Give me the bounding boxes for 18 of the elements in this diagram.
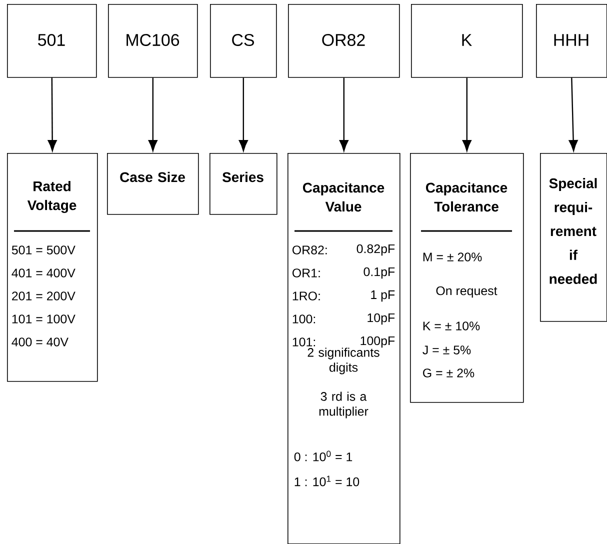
code-box: K <box>411 4 523 78</box>
arrow <box>148 78 158 152</box>
arrow <box>48 78 57 152</box>
code-box: 501 <box>7 4 97 78</box>
arrow <box>238 78 248 152</box>
code-box: CS <box>210 4 277 78</box>
arrow <box>568 78 578 152</box>
description-box: Special requi- rement if needed <box>540 153 607 322</box>
description-box: Rated Voltage 501 = 500V 401 = 400V 201 = 200V 101 = 100V 400 = 40V <box>7 153 98 382</box>
description-box: Capacitance Value OR82: 0.82pF OR1: 0.1pF 1RO: 1 pF 100: 10pF 101: 100pF 2 significants digits 3 rd is a multiplier 0 : 10$^{0}$ = 1 1 : 10$^{1}$ = 10 <box>288 153 400 544</box>
description-box: Case Size <box>107 153 199 215</box>
code-box: HHH <box>536 4 607 78</box>
description-box: Series <box>210 153 278 215</box>
arrow <box>462 78 472 152</box>
code-box: MC106 <box>108 4 198 78</box>
arrow <box>339 78 348 152</box>
description-box: Capacitance Tolerance M = ± 20% On request K = ± 10% J = ± 5% G = ± 2% <box>410 153 524 403</box>
code-box: OR82 <box>288 4 400 78</box>
